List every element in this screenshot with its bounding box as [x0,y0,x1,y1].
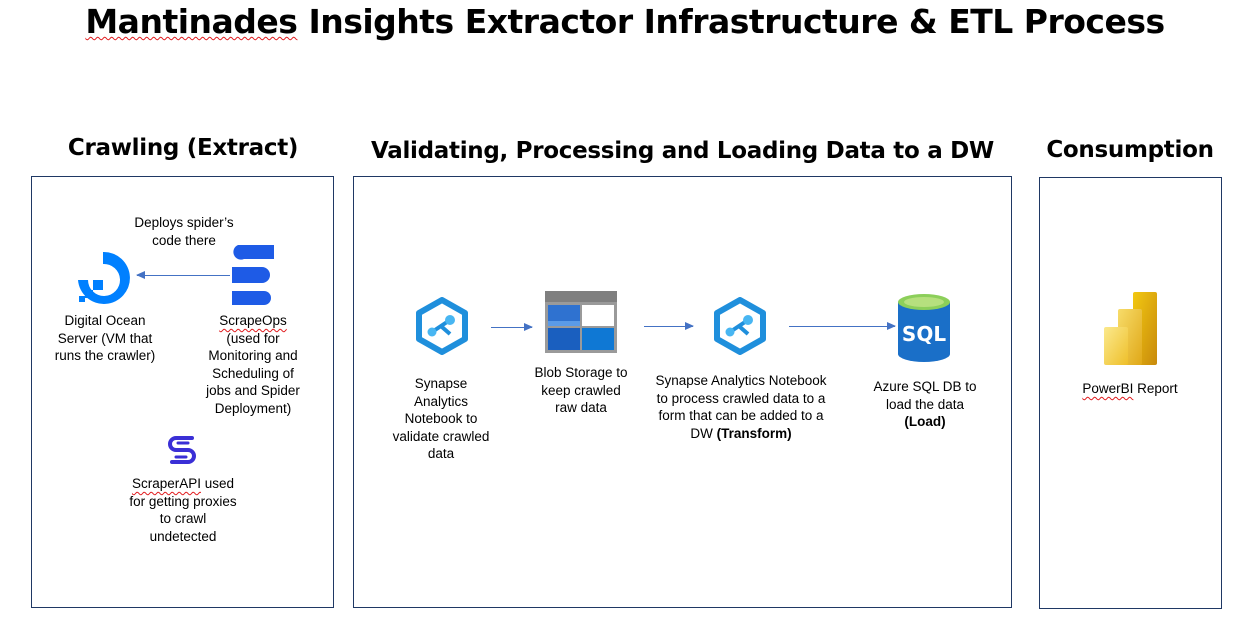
powerbi-icon [1103,292,1159,366]
synapse-validate-label: Synapse Analytics Notebook to validate c… [392,376,490,461]
scraperapi-icon [164,430,200,466]
load-emphasis: (Load) [904,414,946,429]
sql-icon-text: SQL [901,322,947,346]
blob-storage-label: Blob Storage to keep crawled raw data [534,365,628,415]
scraperapi-name: ScraperAPI [131,476,201,491]
synapse-transform-icon [712,297,768,355]
synapse-validate-icon [414,297,470,355]
synapse-transform-label: Synapse Analytics Notebook to process cr… [653,372,829,442]
arrow-synapse-to-blob [491,323,533,331]
scraperapi-desc: used for getting proxies to crawl undete… [129,476,237,544]
section-heading-crawling: Crawling (Extract) [67,135,299,161]
powerbi-name: PowerBI [1082,381,1134,396]
scrapeops-name: ScrapeOps [219,313,287,328]
deploy-label: Deploys spider’s code there [134,215,234,248]
section-heading-processing: Validating, Processing and Loading Data … [371,138,994,164]
synapse-transform-text: Synapse Analytics Notebook to process cr… [655,373,827,441]
digital-ocean-icon [73,249,133,305]
transform-emphasis: (Transform) [716,425,792,441]
digital-ocean-label: Digital Ocean Server (VM that runs the c… [54,313,156,363]
deploy-arrow [136,271,230,279]
scraperapi-label: ScraperAPI used for getting proxies to c… [127,475,239,545]
consumption-box [1039,177,1222,609]
arrow-synapse-to-sql [789,322,896,330]
powerbi-rest: Report [1133,381,1178,396]
crawling-box [31,176,334,608]
sql-database-icon: SQL [896,292,952,364]
blob-storage-icon [545,291,617,353]
title-underlined-word: Mantinades [85,2,298,41]
arrow-blob-to-synapse [644,322,694,330]
sql-label: Azure SQL DB to load the data (Load) [872,378,978,431]
scrapeops-label: ScrapeOps (used for Monitoring and Schedu… [198,312,308,417]
diagram-title: Mantinades Insights Extractor Infrastruc… [0,2,1250,41]
scrapeops-desc: (used for Monitoring and Scheduling of j… [206,330,300,416]
section-heading-consumption: Consumption [1046,137,1214,163]
sql-label-text: Azure SQL DB to load the data [873,379,977,412]
powerbi-label: PowerBI Report [1066,380,1194,398]
scrapeops-icon [228,243,280,307]
processing-box [353,176,1012,608]
title-rest: Insights Extractor Infrastructure & ETL … [297,2,1165,41]
